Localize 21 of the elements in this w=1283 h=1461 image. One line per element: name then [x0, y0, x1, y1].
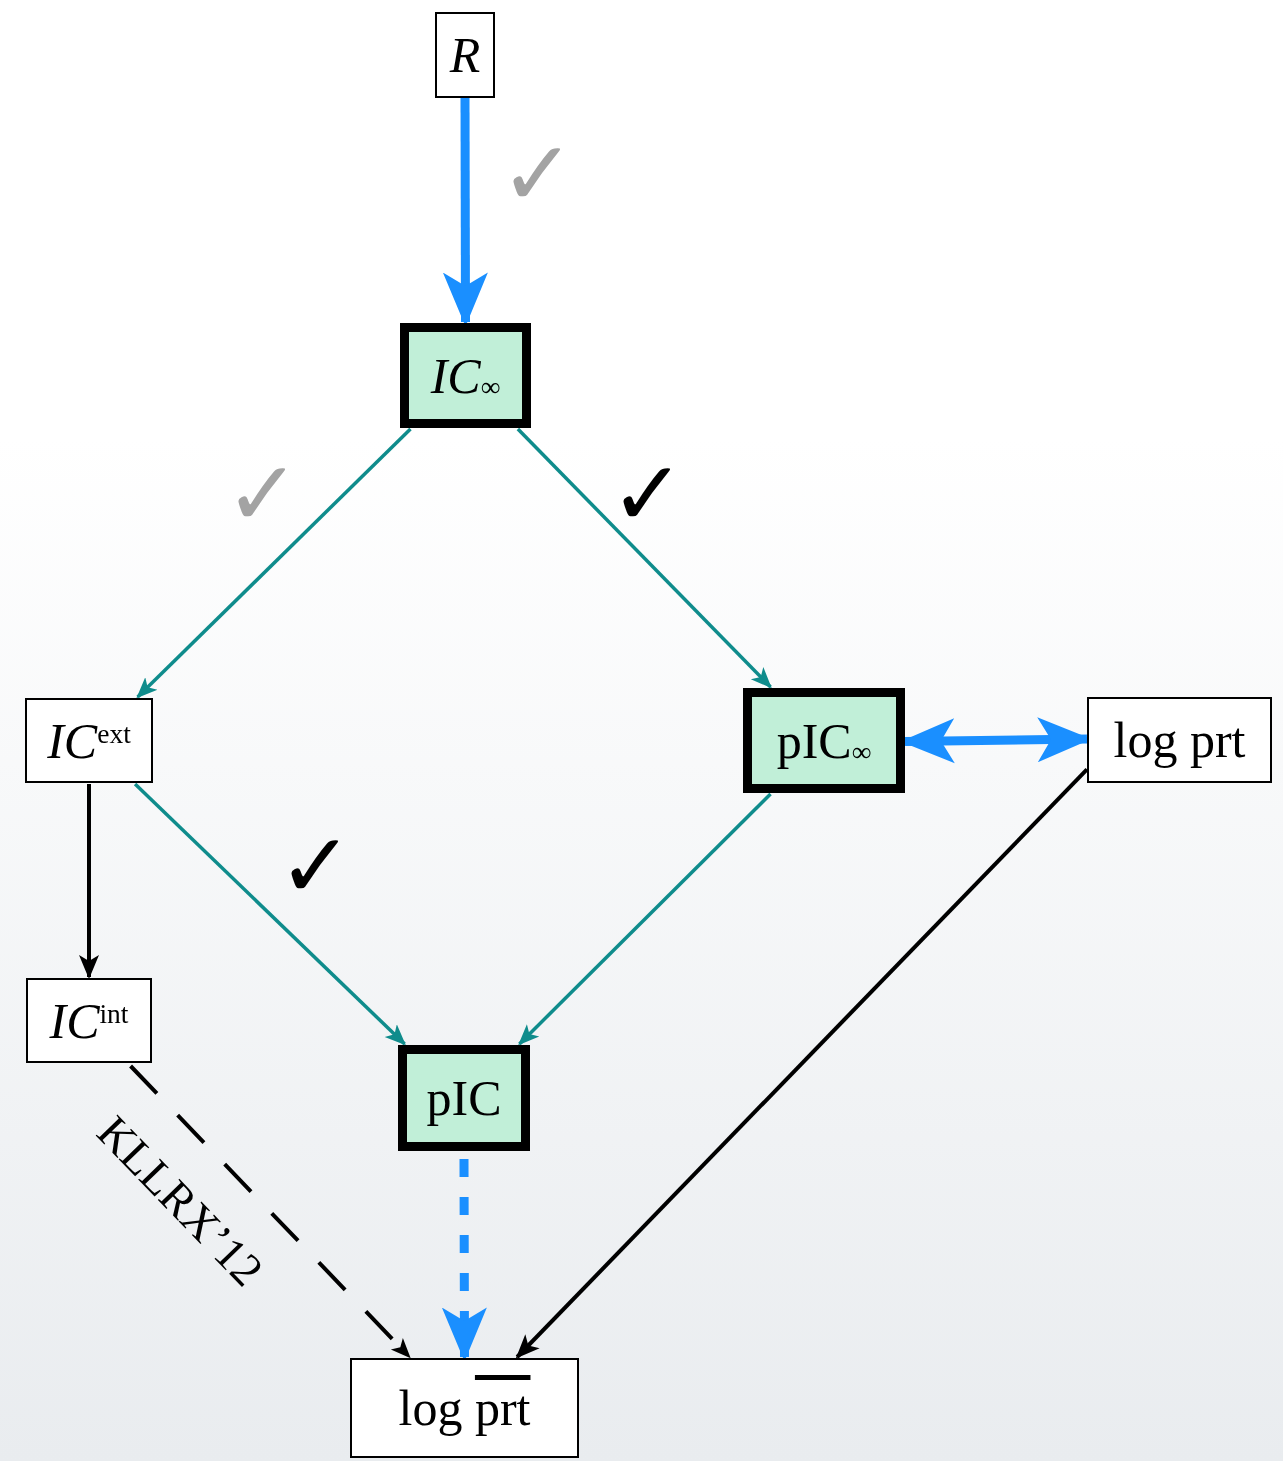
box: [435, 12, 495, 98]
box: [26, 978, 152, 1063]
arrow: [133, 782, 406, 1046]
arrow: [79, 784, 99, 979]
arrow: [516, 427, 772, 689]
node-label: R: [449, 30, 481, 80]
check-mark: ✓: [500, 130, 575, 220]
arrow: [518, 792, 772, 1046]
check-mark: ✓: [225, 450, 300, 540]
dashed-arrow: [129, 1064, 411, 1359]
box: [1087, 697, 1272, 783]
highlighted-box: [743, 688, 905, 793]
highlighted-box: [398, 1045, 530, 1151]
highlighted-box: [400, 323, 531, 428]
check-mark: ✓: [278, 822, 353, 912]
arrow: [515, 768, 1089, 1359]
node-label: IC$^{ext}$: [47, 715, 131, 766]
box: [25, 698, 153, 783]
check-mark: ✓: [610, 450, 685, 540]
arrow: [136, 427, 412, 699]
node-label: IC$^{int}$: [49, 995, 129, 1046]
